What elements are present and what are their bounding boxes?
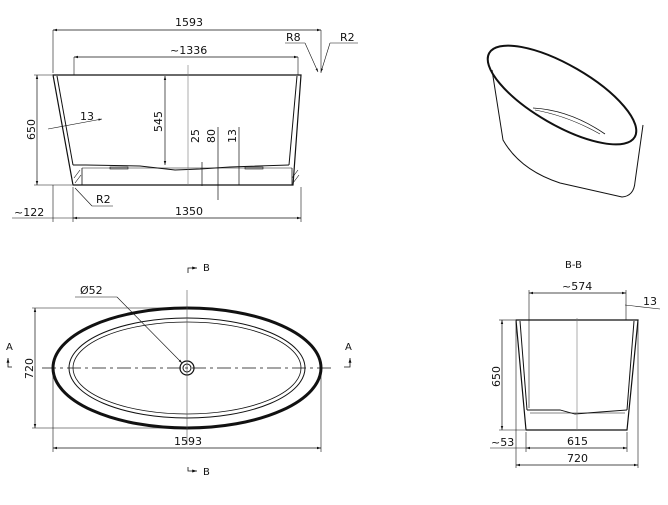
dim-drain-diameter: Ø52 xyxy=(80,284,103,297)
section-marker-a-left: A xyxy=(6,342,13,353)
dim-inner-top-width: ~574 xyxy=(562,280,592,293)
section-marker-b-bottom: B xyxy=(203,467,210,478)
dim-fillet-r8: R8 xyxy=(286,31,301,44)
front-section-view: 1593 ~1336 R8 R2 650 13 545 25 80 13 xyxy=(12,16,358,222)
dim-inner-top-length: ~1336 xyxy=(170,44,207,57)
dim-side-height: 650 xyxy=(490,366,503,387)
section-marker-b-top: B xyxy=(203,263,210,274)
isometric-view xyxy=(486,44,644,198)
dim-wall-thickness: 13 xyxy=(80,110,94,123)
dim-side-base-offset: ~53 xyxy=(491,436,514,449)
section-marker-a-right: A xyxy=(345,342,352,353)
dim-side-wall-thickness: 13 xyxy=(643,295,657,308)
section-b-b-view: B-B ~574 13 650 ~53 615 720 xyxy=(490,260,661,468)
dim-top-length: 1593 xyxy=(174,435,202,448)
dim-fillet-r2-bottom: R2 xyxy=(96,193,111,206)
dim-drain-offset: 25 xyxy=(189,129,202,143)
dim-base-offset: ~122 xyxy=(14,206,44,219)
dim-fillet-r2-top: R2 xyxy=(340,31,355,44)
dim-inner-depth: 545 xyxy=(152,111,165,132)
dim-side-base-width: 615 xyxy=(567,435,588,448)
section-b-b-title: B-B xyxy=(565,260,582,271)
dim-overall-height: 650 xyxy=(25,119,38,140)
dim-base-height: 80 xyxy=(205,129,218,143)
dim-base-length: 1350 xyxy=(175,205,203,218)
dim-floor-thickness: 13 xyxy=(226,129,239,143)
top-view: B B A A Ø52 720 1593 xyxy=(6,263,352,478)
dim-top-width: 720 xyxy=(23,358,36,379)
dim-side-overall-width: 720 xyxy=(567,452,588,465)
dim-overall-length: 1593 xyxy=(175,16,203,29)
